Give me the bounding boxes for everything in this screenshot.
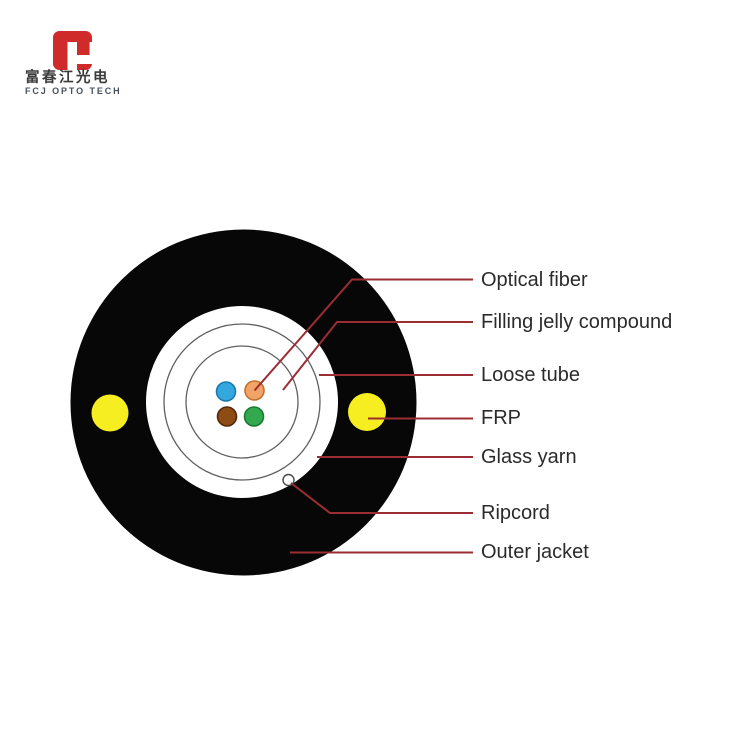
label-filling-jelly-compound: Filling jelly compound [481,311,673,333]
label-loose-tube: Loose tube [481,364,580,386]
company-name-cn: 富春江光电 [25,70,110,86]
logo-icon-cutout-sliver [89,42,92,55]
company-logo: 富春江光电 FCJ OPTO TECH [0,0,170,120]
leader-line-optical-fiber [253,278,473,392]
company-name-en: FCJ OPTO TECH [25,86,122,96]
leader-lines-group [253,278,473,554]
label-ripcord: Ripcord [481,502,550,524]
leader-line-filling-jelly-compound [282,321,473,391]
loose-tube-outer-ring [163,323,321,481]
logo-icon-cutout-horizontal [77,55,92,64]
label-outer-jacket: Outer jacket [481,541,589,563]
fiber-dot-green [243,406,265,427]
fiber-dot-brown [216,406,238,427]
fiber-dot-blue [215,381,237,402]
leader-line-ripcord [290,482,473,514]
logo-icon-cutout-vertical [67,42,77,70]
loose-tube-inner-ring [185,345,299,459]
frp-dot-right [348,393,386,431]
label-optical-fiber: Optical fiber [481,269,588,291]
fcj-logo-icon [53,31,92,70]
label-glass-yarn: Glass yarn [481,446,577,468]
label-frp: FRP [481,407,521,429]
frp-dot-left [91,394,129,432]
inner-assembly-disc [146,306,338,498]
